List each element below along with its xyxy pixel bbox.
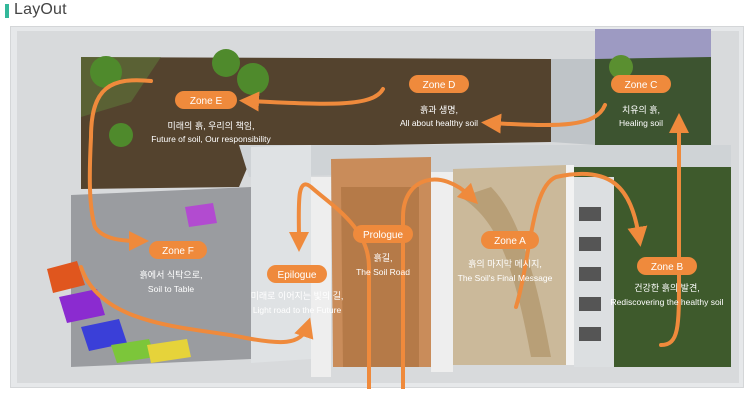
floor-plan: Zone E 미래의 흙, 우리의 책임, Future of soil, Ou… bbox=[10, 26, 744, 389]
epilogue-ko: 미래로 이어지는 빛의 길, bbox=[251, 291, 344, 301]
zone-e-en: Future of soil, Our responsibility bbox=[151, 134, 271, 144]
label-zone-c: Zone C 치유의 흙, Healing soil bbox=[611, 75, 671, 128]
visitor-route bbox=[79, 78, 689, 389]
pill-zone-b bbox=[637, 257, 697, 275]
zone-f-name: Zone F bbox=[162, 246, 194, 257]
pill-zone-e bbox=[175, 91, 237, 109]
route-prologue-to-zone-a bbox=[401, 177, 479, 389]
table-yellow bbox=[147, 339, 191, 363]
tree bbox=[90, 56, 122, 88]
route-zone-c-to-d bbox=[481, 103, 607, 134]
header-accent-bar bbox=[5, 4, 9, 18]
corridor-c bbox=[551, 59, 595, 145]
pill-zone-c bbox=[611, 75, 671, 93]
tree bbox=[237, 63, 269, 95]
tree bbox=[212, 49, 240, 77]
section-header: LayOut bbox=[0, 0, 750, 24]
label-zone-b: Zone B 건강한 흙의 발견, Rediscovering the heal… bbox=[611, 257, 724, 307]
route-zone-d-to-e bbox=[239, 87, 385, 112]
zone-a-path bbox=[461, 187, 551, 357]
tree bbox=[109, 123, 133, 147]
screen-2 bbox=[579, 237, 601, 251]
screen-1 bbox=[579, 207, 601, 221]
zone-b-name: Zone B bbox=[651, 262, 684, 273]
pill-epilogue bbox=[267, 265, 327, 283]
wall-zone-a bbox=[566, 165, 574, 365]
epilogue-name: Epilogue bbox=[278, 270, 317, 281]
route-zone-f-to-epilogue bbox=[79, 265, 314, 345]
prologue-floor bbox=[341, 187, 419, 367]
zone-a-ko: 흙의 마지막 메시지, bbox=[468, 258, 542, 269]
zone-c-name: Zone C bbox=[625, 80, 658, 91]
screen-4 bbox=[579, 297, 601, 311]
section-title: LayOut bbox=[14, 1, 67, 18]
pill-zone-d bbox=[409, 75, 469, 93]
route-zone-b-to-c bbox=[659, 113, 689, 347]
label-zone-f: Zone F 흙에서 식탁으로, Soil to Table bbox=[140, 241, 207, 294]
zone-d-name: Zone D bbox=[423, 80, 456, 91]
table-green bbox=[111, 339, 155, 363]
zone-f-en: Soil to Table bbox=[148, 284, 194, 294]
label-prologue: Prologue 흙길, The Soil Road bbox=[353, 225, 413, 277]
screen-5 bbox=[579, 327, 601, 341]
zone-d-en: All about healthy soil bbox=[400, 118, 478, 128]
prologue-ko: 흙길, bbox=[373, 252, 392, 263]
label-zone-d: Zone D 흙과 생명, All about healthy soil bbox=[400, 75, 478, 128]
zone-e-name: Zone E bbox=[190, 96, 223, 107]
prologue-en: The Soil Road bbox=[356, 267, 410, 277]
route-prologue-to-epilogue bbox=[288, 182, 371, 389]
zone-b-en: Rediscovering the healthy soil bbox=[611, 297, 724, 307]
label-zone-e: Zone E 미래의 흙, 우리의 책임, Future of soil, Ou… bbox=[151, 91, 272, 144]
pill-zone-f bbox=[149, 241, 207, 259]
floor-plan-drawing: Zone E 미래의 흙, 우리의 책임, Future of soil, Ou… bbox=[17, 29, 739, 389]
route-zone-e-to-f bbox=[87, 78, 153, 251]
room-zone-c-wall bbox=[595, 29, 711, 59]
screen-3 bbox=[579, 267, 601, 281]
zone-a-en: The Soil's Final Message bbox=[458, 273, 553, 283]
route-zone-a-to-b bbox=[514, 171, 648, 309]
table-orange bbox=[47, 261, 85, 293]
table-purple-small bbox=[185, 203, 217, 227]
label-epilogue: Epilogue 미래로 이어지는 빛의 길, Light road to th… bbox=[251, 265, 344, 315]
zone-d-ko: 흙과 생명, bbox=[420, 104, 458, 115]
room-epilogue bbox=[251, 145, 311, 363]
zone-c-en: Healing soil bbox=[619, 118, 663, 128]
zone-a-name: Zone A bbox=[494, 236, 526, 247]
wall-right-prologue bbox=[431, 172, 453, 372]
pill-zone-a bbox=[481, 231, 539, 249]
zone-e-ko: 미래의 흙, 우리의 책임, bbox=[167, 120, 254, 131]
tree bbox=[609, 55, 633, 79]
pill-prologue bbox=[353, 225, 413, 243]
table-blue bbox=[81, 319, 127, 351]
zone-c-ko: 치유의 흙, bbox=[622, 104, 660, 115]
zone-b-ko: 건강한 흙의 발견, bbox=[634, 282, 699, 293]
zone-f-ko: 흙에서 식탁으로, bbox=[140, 269, 203, 280]
label-zone-a: Zone A 흙의 마지막 메시지, The Soil's Final Mess… bbox=[458, 231, 553, 283]
epilogue-en: Light road to the Future bbox=[253, 305, 342, 315]
prologue-name: Prologue bbox=[363, 230, 403, 241]
table-purple bbox=[59, 289, 105, 323]
